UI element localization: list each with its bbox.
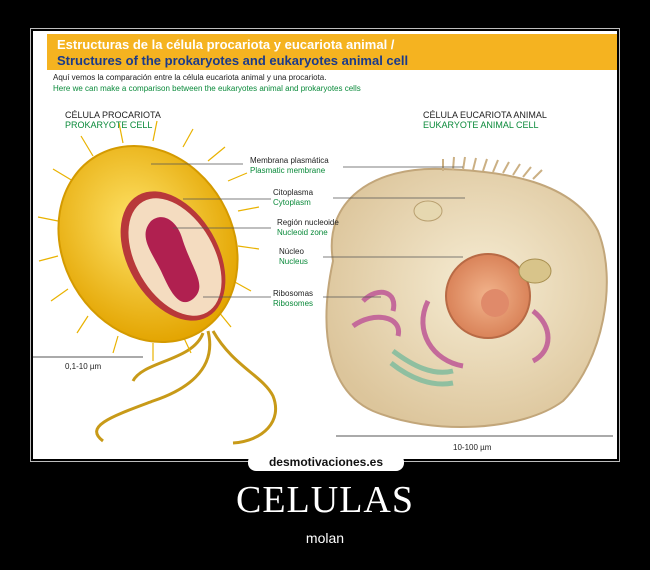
- endoplasmic-reticulum: [351, 289, 551, 369]
- nucleoid: [145, 217, 200, 303]
- eukaryote-scale: 10-100 µm: [453, 443, 492, 452]
- vesicle: [413, 200, 443, 222]
- poster-image: Estructuras de la célula procariota y eu…: [33, 31, 617, 459]
- eukaryote-name-es: CÉLULA EUCARIOTA ANIMAL: [423, 110, 547, 120]
- prokaryote-header: CÉLULA PROCARIOTA PROKARYOTE CELL: [65, 110, 161, 130]
- label-ribosomes: Ribosomas Ribosomes: [273, 289, 313, 309]
- cell-illustrations: [33, 120, 613, 445]
- site-logo[interactable]: desmotivaciones.es: [248, 454, 404, 471]
- poster-subtitle: molan: [305, 530, 345, 546]
- label-text-es: Núcleo: [279, 247, 304, 256]
- banner-title-en: Structures of the prokaryotes and eukary…: [57, 53, 409, 68]
- label-nucleus: Núcleo Nucleus: [279, 247, 308, 267]
- label-text-es: Citoplasma: [273, 188, 314, 197]
- label-text-es: Ribosomas: [273, 289, 314, 298]
- eukaryote-header: CÉLULA EUCARIOTA ANIMAL EUKARYOTE ANIMAL…: [423, 110, 547, 130]
- label-text-es: Región nucleoide: [277, 218, 339, 227]
- microvilli: [442, 156, 543, 180]
- label-text-en: Nucleoid zone: [277, 228, 328, 237]
- label-plasma-membrane: Membrana plasmática Plasmatic membrane: [250, 156, 329, 176]
- intro-text-es: Aquí vemos la comparación entre la célul…: [53, 73, 327, 82]
- prokaryote-name-es: CÉLULA PROCARIOTA: [65, 110, 161, 120]
- label-nucleoid: Región nucleoide Nucleoid zone: [277, 218, 339, 238]
- label-text-en: Ribosomes: [273, 299, 314, 308]
- poster-title: CELULAS: [236, 479, 414, 521]
- label-text-en: Plasmatic membrane: [250, 166, 326, 175]
- mitochondrion: [518, 258, 552, 284]
- label-text-es: Membrana plasmática: [250, 156, 329, 165]
- label-cytoplasm: Citoplasma Cytoplasm: [273, 188, 313, 208]
- prokaryote-name-en: PROKARYOTE CELL: [65, 120, 153, 130]
- flagella: [95, 330, 278, 445]
- banner-title-es: Estructuras de la célula procariota y eu…: [57, 37, 395, 52]
- label-text-en: Cytoplasm: [273, 198, 311, 207]
- pili: [37, 120, 260, 361]
- prokaryote-scale: 0,1-10 µm: [65, 362, 102, 371]
- intro-text-en: Here we can make a comparison between th…: [53, 84, 361, 93]
- leader-lines: [151, 163, 465, 298]
- label-text-en: Nucleus: [279, 257, 308, 266]
- nucleolus: [481, 289, 509, 317]
- golgi-apparatus: [389, 348, 454, 387]
- eukaryote-name-en: EUKARYOTE ANIMAL CELL: [423, 120, 539, 130]
- title-banner: Estructuras de la célula procariota y eu…: [47, 34, 617, 70]
